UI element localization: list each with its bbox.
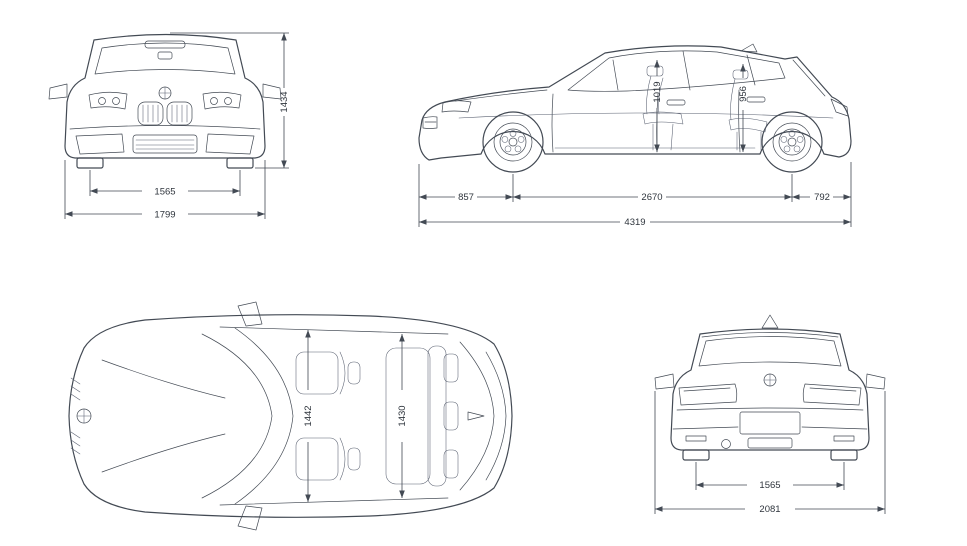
- side-view-drawing: 1019 956 857 2670 792: [418, 43, 852, 228]
- roof-front-edge: [234, 327, 294, 505]
- interior-mirror: [157, 51, 173, 60]
- front-interior-width-label: 1442: [303, 405, 314, 426]
- rear-left-wheel: [682, 449, 710, 461]
- top-view-drawing: 1442 1430: [68, 301, 513, 531]
- front-track-label: 1565: [154, 187, 175, 198]
- rear-wheel: [761, 111, 823, 173]
- rear-view-drawing: 1565 2081: [654, 314, 886, 515]
- overall-length-label: 4319: [624, 217, 645, 228]
- exhaust-tip: [721, 439, 731, 449]
- rear-overhang-label: 792: [814, 192, 830, 203]
- rear-glass-arc: [459, 341, 495, 491]
- rear-view: 1565 2081: [640, 298, 905, 538]
- rear-door-handle: [746, 96, 766, 103]
- front-height-label: 1434: [279, 91, 290, 112]
- roof-side-lines: [219, 326, 449, 506]
- rear-right-wheel: [830, 449, 858, 461]
- rear-track-label: 1565: [759, 480, 780, 491]
- front-wheel: [482, 111, 544, 173]
- rear-headroom-dimension: 956: [738, 64, 749, 152]
- taillight-side: [830, 98, 849, 117]
- front-view-drawing: 1434 1565 1799: [48, 32, 290, 221]
- top-car-body: [68, 301, 513, 531]
- taillights: [678, 383, 862, 406]
- character-lines: [458, 112, 834, 149]
- roof-spoiler-line: [701, 332, 839, 338]
- front-bumper: [69, 125, 261, 155]
- antenna-fin-rear-icon: [761, 314, 779, 329]
- front-right-wheel: [226, 157, 254, 169]
- grille-side: [422, 116, 438, 129]
- pillars: [612, 50, 756, 91]
- bmw-roundel-rear-icon: [763, 373, 777, 387]
- front-track-dimension: 1565: [89, 170, 241, 198]
- mirror-width-label: 2081: [759, 504, 780, 515]
- windshield-base-arc: [201, 333, 273, 499]
- bmw-roundel-top-icon: [76, 408, 92, 424]
- top-view: 1442 1430: [50, 290, 540, 542]
- overall-length-dimension: 4319: [419, 217, 851, 228]
- mirror-width-dimension: 2081: [654, 391, 886, 515]
- front-width-label: 1799: [154, 210, 175, 221]
- front-interior-width-dimension: 1442: [303, 330, 314, 502]
- side-view: 1019 956 857 2670 792: [395, 2, 950, 242]
- antenna-fin-icon: [740, 43, 758, 53]
- side-car-body: [418, 43, 852, 173]
- rear-mirrors: [654, 373, 886, 390]
- wheelbase-label: 2670: [641, 192, 662, 203]
- front-seat: [642, 65, 684, 151]
- rear-window: [698, 336, 842, 367]
- bmw-roundel-icon: [158, 86, 172, 100]
- side-glass: [567, 50, 786, 92]
- rear-interior-width-label: 1430: [397, 405, 408, 426]
- length-dimension-chain: 857 2670 792: [418, 162, 852, 227]
- front-width-dimension: 1799: [64, 160, 266, 221]
- grille-hatch-top: [70, 377, 81, 455]
- side-mirrors: [48, 83, 282, 100]
- front-left-wheel: [76, 157, 104, 169]
- rear-headroom-label: 956: [738, 86, 749, 102]
- rear-seat: [728, 69, 768, 151]
- front-door-handle: [666, 99, 686, 106]
- rear-bumper: [672, 407, 868, 449]
- hatch-glass-line: [792, 59, 826, 97]
- license-plate: [739, 411, 801, 435]
- rear-interior-width-dimension: 1430: [397, 334, 408, 498]
- rear-car-body: [654, 314, 886, 461]
- hood-lines-top: [101, 359, 226, 473]
- kidney-grille: [137, 101, 193, 126]
- front-height-dimension: 1434: [170, 32, 290, 169]
- front-headroom-label: 1019: [652, 81, 663, 102]
- windshield: [94, 42, 236, 75]
- rear-bench-top: [385, 345, 459, 487]
- front-car-body: [48, 33, 282, 169]
- hood-line: [454, 89, 548, 102]
- antenna-fin-top-icon: [467, 411, 485, 421]
- rear-track-dimension: 1565: [695, 462, 845, 491]
- headlights: [88, 91, 242, 110]
- front-seats-top: [295, 351, 361, 481]
- door-lines: [551, 89, 741, 153]
- front-overhang-label: 857: [458, 192, 474, 203]
- front-headroom-dimension: 1019: [652, 60, 663, 152]
- top-mirrors: [237, 301, 263, 531]
- roof-detail: [144, 40, 186, 49]
- front-view: 1434 1565 1799: [30, 6, 310, 241]
- hatch-edge-arc: [485, 351, 507, 481]
- headlight-side: [441, 100, 472, 113]
